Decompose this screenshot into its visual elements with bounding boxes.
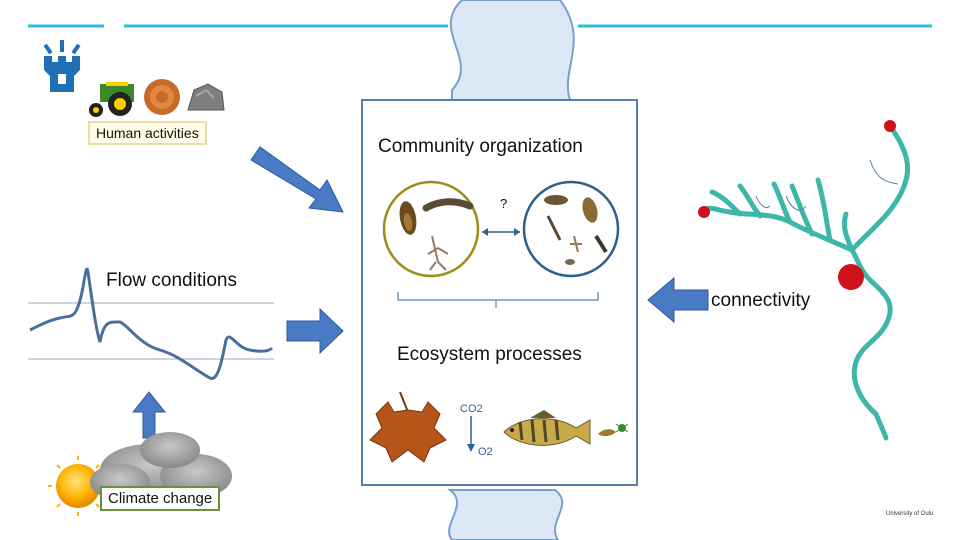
university-footer: University of Oulu [886, 511, 934, 517]
wood-icon [144, 79, 180, 115]
rock-icon [187, 83, 225, 111]
ecosystem-processes-label: Ecosystem processes [397, 344, 582, 365]
arrow-flow-to-panel [286, 307, 344, 355]
question-mark-label: ? [500, 196, 508, 211]
co2-label: CO2 [460, 403, 483, 415]
right-organisms-icon [544, 195, 608, 265]
river-nodes [698, 120, 896, 290]
human-activities-label: Human activities [88, 121, 207, 145]
green-bug-icon [615, 423, 629, 433]
bracket [397, 292, 599, 308]
connectivity-label: connectivity [711, 290, 811, 311]
o2-label: O2 [478, 446, 493, 458]
flow-hydrograph [28, 267, 274, 380]
arrow-connectivity-to-panel [647, 276, 709, 324]
insect-larva-icon [422, 198, 474, 271]
leaf-icon [369, 391, 447, 463]
small-fish-icon [598, 429, 616, 437]
snail-icon [399, 201, 417, 235]
climate-change-label: Climate change [100, 486, 221, 511]
left-community-circle [382, 180, 480, 278]
arrow-climate-to-flow [131, 391, 167, 439]
flow-conditions-label: Flow conditions [106, 270, 237, 291]
center-panel [361, 99, 638, 486]
river-thin-lines [755, 159, 899, 211]
community-organization-label: Community organization [378, 136, 583, 157]
river-network [701, 123, 910, 441]
fish-icon [503, 410, 591, 446]
arrow-human-to-community [250, 146, 344, 213]
tractor-icon [89, 82, 134, 117]
university-logo-icon [43, 40, 81, 92]
